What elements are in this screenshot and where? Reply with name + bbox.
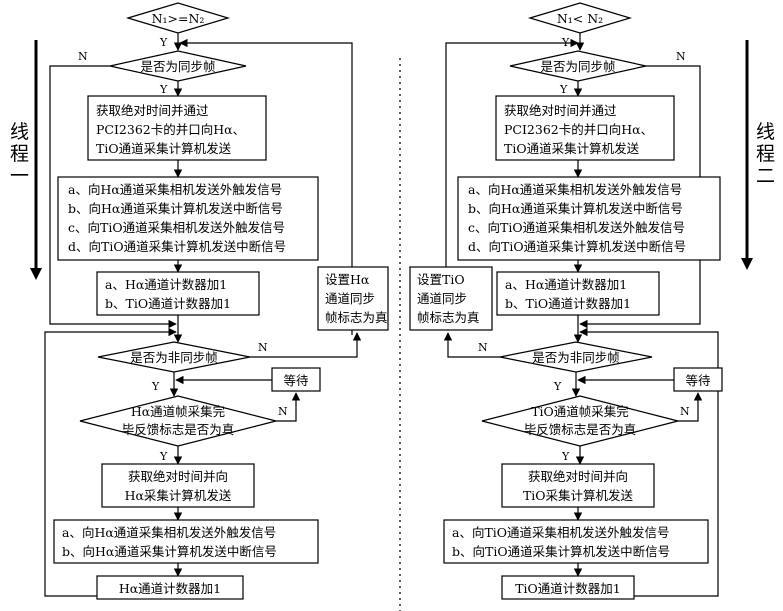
thread1-acquire-time-box bbox=[87, 95, 267, 161]
thread1-final-counter-box bbox=[96, 575, 244, 600]
thread1-set-flag-line2: 通道同步 bbox=[325, 291, 375, 306]
thread2-y-label-3: Y bbox=[553, 380, 562, 393]
thread2-get-time-line2: TiO采集计算机发送 bbox=[523, 488, 634, 503]
thread2-set-flag-box bbox=[409, 266, 493, 331]
thread2-get-time-line1: 获取绝对时间并向 bbox=[528, 469, 628, 484]
thread2-n-label-3: N bbox=[680, 405, 690, 418]
thread1-start-text: N₁>=N₂ bbox=[152, 11, 205, 26]
thread1-title-char2: 程 bbox=[10, 143, 29, 165]
thread1-signal-b: b、向Hα通道采集计算机发送中断信号 bbox=[68, 201, 283, 216]
thread2-wait-text: 等待 bbox=[685, 373, 711, 388]
thread1-get-time-box bbox=[101, 463, 255, 508]
thread1-signal-d: d、向TiO通道采集计算机发送中断信号 bbox=[68, 239, 286, 254]
thread2-set-flag-line1: 设置TiO bbox=[417, 272, 465, 287]
thread2-start-text: N₁< N₂ bbox=[557, 11, 603, 26]
thread2-set-flag-line2: 通道同步 bbox=[417, 291, 467, 306]
thread1-set-flag-line1: 设置Hα bbox=[325, 272, 370, 287]
thread2-counter-box bbox=[496, 271, 660, 316]
thread1-signal-c: c、向TiO通道采集相机发送外触发信号 bbox=[68, 220, 285, 235]
thread1-non-sync-text: 是否为非同步帧 bbox=[130, 350, 218, 365]
thread2-non-sync-decision bbox=[499, 341, 653, 373]
thread1-signal-box bbox=[57, 176, 319, 261]
thread2-signal-d: d、向TiO通道采集计算机发送中断信号 bbox=[468, 239, 686, 254]
thread1-frame-done-line1: Hα通道帧采集完 bbox=[131, 404, 225, 419]
thread1-n-label-3: N bbox=[278, 405, 288, 418]
thread2-acquire-time-box bbox=[495, 95, 675, 161]
thread1-n-label-1: N bbox=[78, 50, 88, 63]
thread1-sync-frame-text: 是否为同步帧 bbox=[140, 59, 215, 74]
thread1-counter-a: a、Hα通道计数器加1 bbox=[105, 277, 227, 292]
thread1-n-label-2: N bbox=[258, 341, 268, 354]
thread-two: 线 程 二 N₁< N₂ Y 是否为同步帧 N Y 获取绝对时间并通过 PCI2… bbox=[409, 2, 775, 600]
thread1-acquire-line2: PCI2362卡的并口向Hα、 bbox=[96, 122, 245, 137]
thread1-y-label-1: Y bbox=[159, 36, 168, 49]
thread1-signal2-box bbox=[53, 519, 319, 564]
thread1-sync-frame-decision bbox=[109, 50, 247, 82]
thread2-signal2-box bbox=[443, 519, 709, 564]
thread2-signal2-b: b、向TiO通道采集计算机发送中断信号 bbox=[452, 544, 670, 559]
thread1-counter-box bbox=[96, 271, 260, 316]
thread1-y-label-4: Y bbox=[159, 450, 168, 463]
thread2-final-counter-text: TiO通道计数器加1 bbox=[515, 581, 621, 596]
thread2-title-char1: 线 bbox=[756, 121, 775, 143]
thread2-signal-c: c、向TiO通道采集相机发送外触发信号 bbox=[468, 220, 685, 235]
thread2-get-time-box bbox=[501, 463, 655, 508]
thread1-final-counter-text: Hα通道计数器加1 bbox=[119, 581, 221, 596]
thread1-counter-b: b、TiO通道计数器加1 bbox=[105, 296, 231, 311]
thread1-set-flag-line3: 帧标志为真 bbox=[325, 310, 388, 325]
thread2-signal-a: a、向Hα通道采集相机发送外触发信号 bbox=[468, 182, 682, 197]
thread2-acquire-line1: 获取绝对时间并通过 bbox=[504, 103, 617, 118]
thread2-y-label-2: Y bbox=[559, 83, 568, 96]
thread2-n-label-1: N bbox=[676, 50, 686, 63]
thread1-y-label-3: Y bbox=[151, 380, 160, 393]
thread2-flow-arrow-head bbox=[741, 258, 753, 270]
thread1-title-char1: 线 bbox=[10, 121, 29, 143]
thread1-start-condition bbox=[125, 2, 231, 34]
thread2-y-label-4: Y bbox=[561, 450, 570, 463]
thread2-counter-a: a、Hα通道计数器加1 bbox=[505, 277, 627, 292]
thread2-frame-done-line2: 毕反馈标志是否为真 bbox=[524, 422, 637, 437]
thread2-start-condition bbox=[527, 2, 633, 34]
thread2-set-flag-line3: 帧标志为真 bbox=[417, 310, 480, 325]
thread1-get-time-line2: Hα采集计算机发送 bbox=[125, 488, 232, 503]
thread1-title-char3: 一 bbox=[10, 165, 29, 187]
thread1-flow-arrow-head bbox=[30, 268, 42, 280]
thread2-final-counter-box bbox=[501, 575, 635, 600]
thread1-y-label-2: Y bbox=[159, 83, 168, 96]
thread1-set-flag-box bbox=[317, 266, 389, 331]
thread1-wait-text: 等待 bbox=[283, 373, 309, 388]
thread2-signal-box bbox=[457, 176, 721, 261]
thread1-acquire-line3: TiO通道采集计算机发送 bbox=[96, 141, 232, 156]
thread2-title-char2: 程 bbox=[756, 143, 775, 165]
thread1-signal2-b: b、向Hα通道采集计算机发送中断信号 bbox=[62, 544, 277, 559]
thread1-signal-a: a、向Hα通道采集相机发送外触发信号 bbox=[68, 182, 282, 197]
thread2-acquire-line2: PCI2362卡的并口向Hα、 bbox=[504, 122, 653, 137]
thread2-signal-b: b、向Hα通道采集计算机发送中断信号 bbox=[468, 201, 683, 216]
thread1-frame-done-line2: 毕反馈标志是否为真 bbox=[122, 422, 235, 437]
thread2-sync-frame-text: 是否为同步帧 bbox=[540, 59, 615, 74]
thread2-acquire-line3: TiO通道采集计算机发送 bbox=[504, 141, 640, 156]
thread1-get-time-line1: 获取绝对时间并向 bbox=[128, 469, 228, 484]
thread2-non-sync-text: 是否为非同步帧 bbox=[532, 350, 620, 365]
thread2-n-label-2: N bbox=[478, 341, 488, 354]
thread2-counter-b: b、TiO通道计数器加1 bbox=[505, 296, 631, 311]
thread2-frame-done-line1: TiO通道帧采集完 bbox=[531, 404, 629, 419]
thread-one: 线 程 一 N₁>=N₂ Y 是否为同步帧 N Y 获取绝对时间并通过 PCI2… bbox=[10, 2, 389, 600]
thread2-signal2-a: a、向TiO通道采集相机发送外触发信号 bbox=[452, 525, 670, 540]
thread1-signal2-a: a、向Hα通道采集相机发送外触发信号 bbox=[62, 525, 276, 540]
thread1-acquire-line1: 获取绝对时间并通过 bbox=[96, 103, 209, 118]
thread2-title-char3: 二 bbox=[756, 165, 775, 187]
